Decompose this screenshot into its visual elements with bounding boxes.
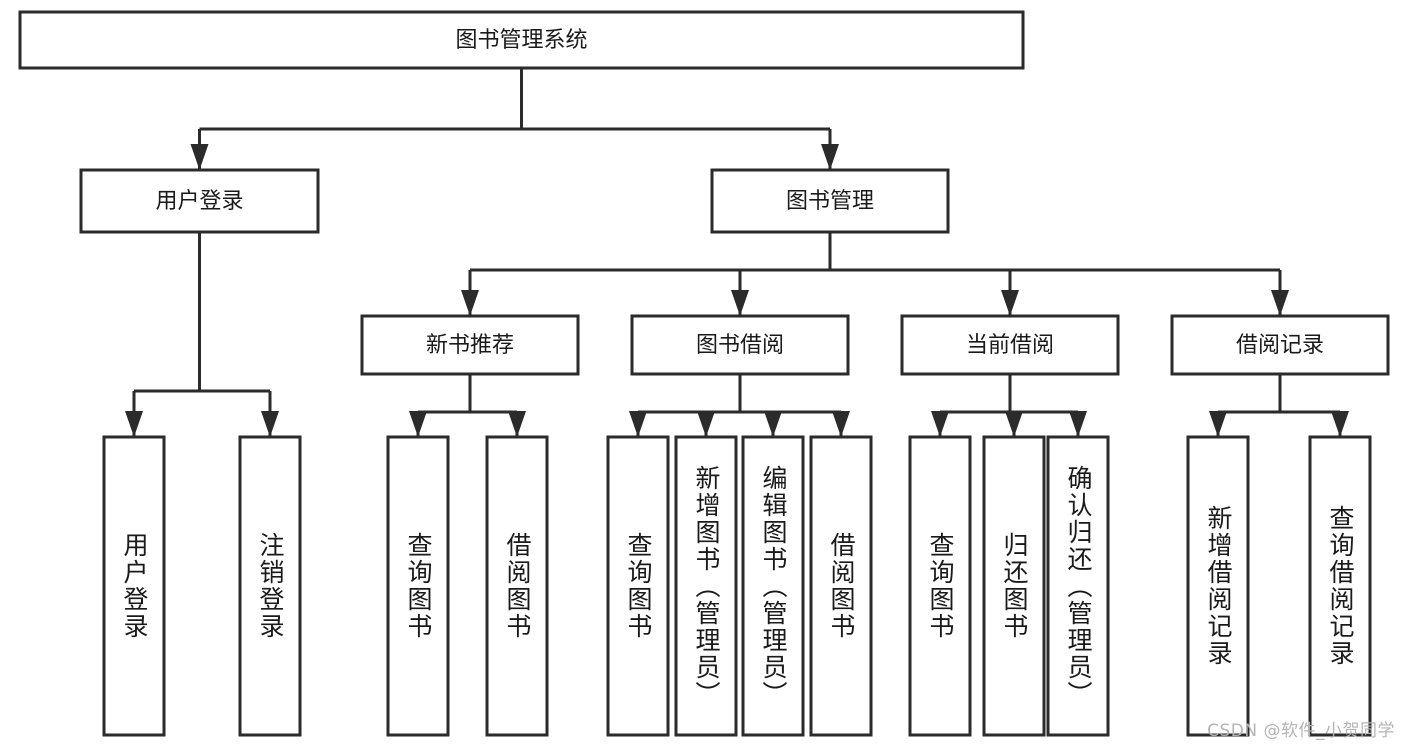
node-root-label: 图书管理系统 <box>455 28 587 53</box>
node-leaf-3[interactable] <box>485 435 549 737</box>
node-leaf-7[interactable] <box>809 435 873 737</box>
node-level3-label-1: 图书借阅 <box>696 333 784 358</box>
arrow-head-icon <box>125 411 143 437</box>
arrow-head-icon <box>821 144 839 170</box>
node-leaf-12[interactable] <box>1308 435 1372 737</box>
connector-layer <box>125 68 1349 437</box>
arrow-head-icon <box>409 411 427 437</box>
node-level3-3[interactable] <box>1170 314 1390 376</box>
node-level3-2[interactable] <box>900 314 1120 376</box>
node-leaf-10[interactable] <box>1046 435 1110 737</box>
arrow-head-icon <box>461 290 479 316</box>
node-level3-0[interactable] <box>360 314 580 376</box>
node-leaf-11[interactable] <box>1186 435 1250 737</box>
arrow-head-icon <box>764 411 782 437</box>
node-level2-label-0: 用户登录 <box>155 189 243 214</box>
node-root[interactable] <box>18 10 1025 70</box>
node-box-layer <box>18 10 1390 737</box>
arrow-head-icon <box>1001 290 1019 316</box>
node-leaf-8[interactable] <box>908 435 972 737</box>
arrow-head-icon <box>1209 411 1227 437</box>
arrow-head-icon <box>629 411 647 437</box>
arrow-head-icon <box>1331 411 1349 437</box>
arrow-head-icon <box>261 411 279 437</box>
node-leaf-4[interactable] <box>606 435 670 737</box>
node-level3-label-3: 借阅记录 <box>1236 333 1324 358</box>
arrow-head-icon <box>1271 290 1289 316</box>
node-level2-label-1: 图书管理 <box>786 189 874 214</box>
node-level3-label-0: 新书推荐 <box>426 333 514 358</box>
node-leaf-9[interactable] <box>982 435 1046 737</box>
arrow-head-icon <box>931 411 949 437</box>
node-leaf-6[interactable] <box>741 435 805 737</box>
csdn-watermark: CSDN @软件_小贺同学 <box>1207 721 1395 741</box>
arrow-head-icon <box>508 411 526 437</box>
arrow-head-icon <box>832 411 850 437</box>
node-leaf-5[interactable] <box>674 435 738 737</box>
arrow-head-icon <box>190 144 209 170</box>
node-level3-label-2: 当前借阅 <box>966 333 1054 358</box>
arrow-head-icon <box>1005 411 1023 437</box>
node-level2-1[interactable] <box>710 168 950 234</box>
node-leaf-2[interactable] <box>386 435 450 737</box>
arrow-head-icon <box>697 411 715 437</box>
arrow-head-icon <box>731 290 749 316</box>
arrow-head-icon <box>1069 411 1087 437</box>
node-leaf-0[interactable] <box>102 435 166 737</box>
node-level2-0[interactable] <box>79 168 320 234</box>
node-leaf-1[interactable] <box>238 435 302 737</box>
node-level3-1[interactable] <box>630 314 850 376</box>
